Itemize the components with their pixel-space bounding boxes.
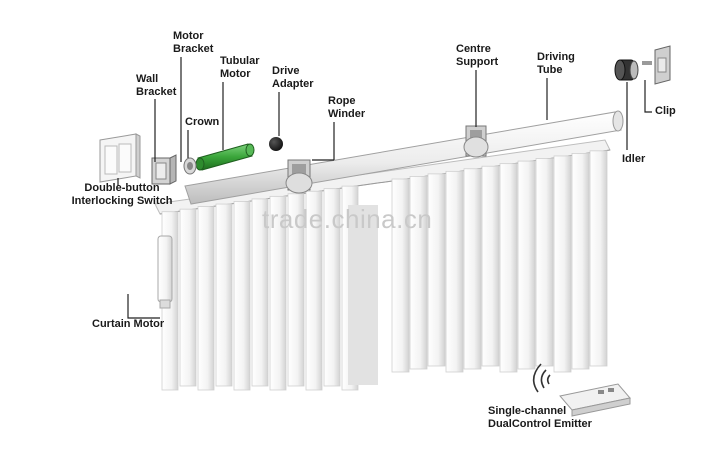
curtain-panel-right-9 (554, 156, 571, 372)
label-tubular-motor: Tubular Motor (220, 55, 260, 81)
curtain-panel-right-2 (428, 174, 445, 366)
curtain-panel-right-6 (500, 164, 517, 372)
rope-winder (286, 160, 312, 193)
drive-adapter-knob (269, 137, 283, 151)
crown-part (184, 158, 196, 174)
leader-clip (645, 80, 652, 112)
label-idler: Idler (622, 153, 645, 166)
curtain-panel-right-11 (590, 151, 607, 366)
label-drive-adapter: Drive Adapter (272, 65, 314, 91)
label-centre-support: Centre Support (456, 43, 498, 69)
label-crown: Crown (185, 116, 219, 129)
curtain-motor-unit (158, 236, 172, 308)
curtain-panel-right-10 (572, 153, 589, 369)
wall-bracket (152, 155, 176, 184)
label-rope-winder: Rope Winder (328, 95, 365, 121)
label-clip: Clip (655, 105, 676, 118)
label-wall-bracket: Wall Bracket (136, 73, 176, 99)
watermark: trade.china.cn (262, 204, 432, 235)
double-button-switch (100, 134, 140, 182)
idler-part (615, 60, 638, 80)
curtain-panel-right-4 (464, 169, 481, 369)
curtain-panel-right-8 (536, 159, 553, 366)
curtain-panel-right-7 (518, 161, 535, 369)
centre-support (464, 126, 488, 157)
curtain-panel-left-3 (216, 204, 232, 386)
tubular-motor (196, 144, 254, 170)
curtain-panel-right-5 (482, 166, 499, 366)
label-emitter: Single-channel DualControl Emitter (488, 405, 592, 431)
curtain-panel-right-3 (446, 171, 463, 372)
label-curtain-motor: Curtain Motor (92, 318, 164, 331)
clip-bracket (642, 46, 670, 84)
curtain-panel-left-2 (198, 207, 214, 390)
leader-curtain-motor (128, 294, 160, 318)
label-driving-tube: Driving Tube (537, 51, 575, 77)
curtain-panel-left-1 (180, 209, 196, 386)
curtain-panel-left-4 (234, 201, 250, 390)
label-motor-bracket: Motor Bracket (173, 30, 213, 56)
label-double-button-switch: Double-button Interlocking Switch (50, 182, 194, 208)
